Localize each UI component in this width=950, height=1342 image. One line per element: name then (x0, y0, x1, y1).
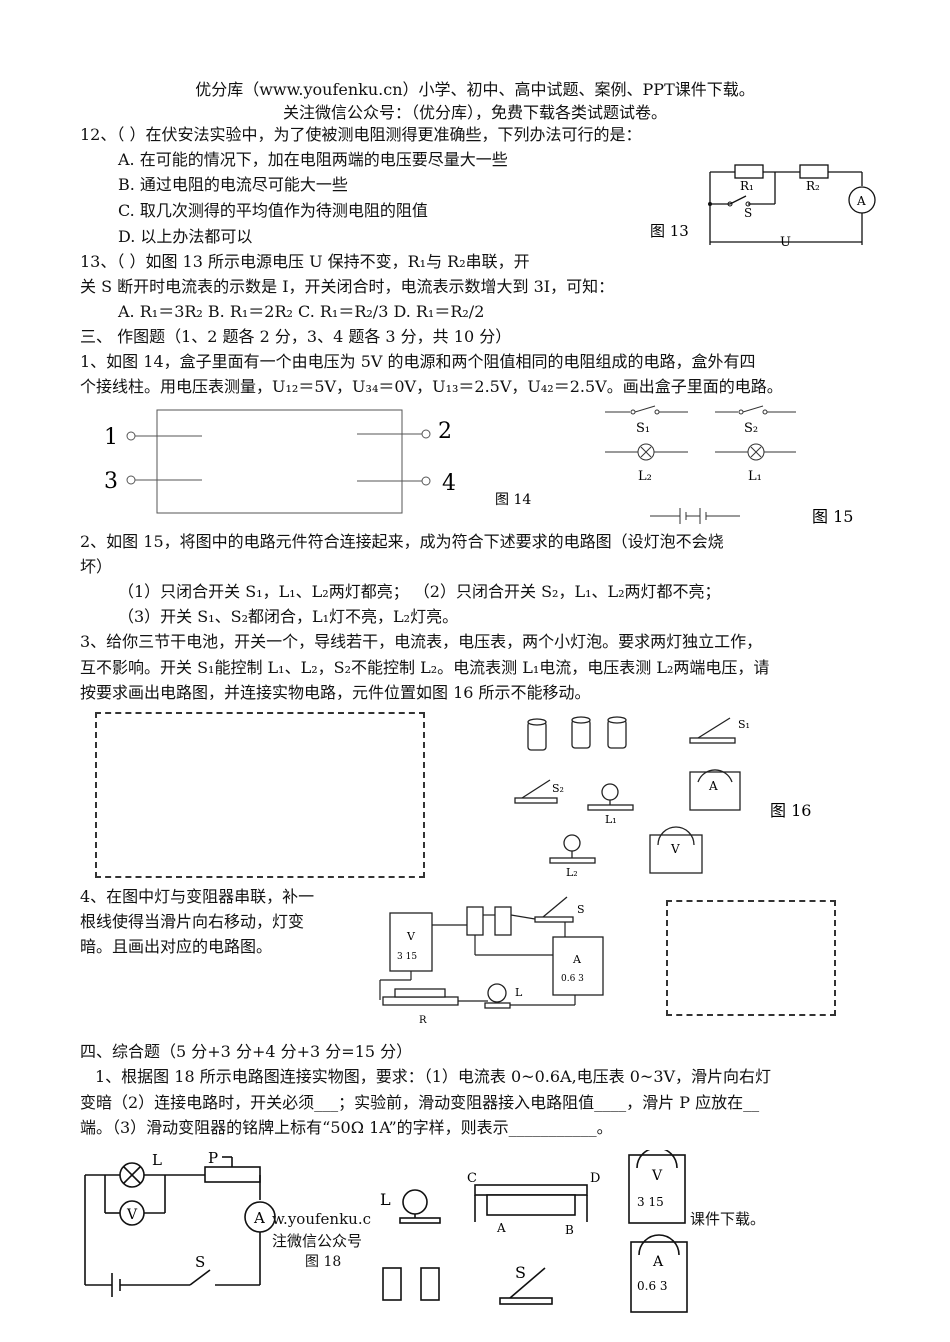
fig15-l2-label: L₂ (638, 469, 652, 484)
fig16-ammeter-label: A (708, 779, 718, 793)
p4-line-3: 暗。且画出对应的电路图。 (80, 937, 273, 956)
q13-line-1: 13、（ ）如图 13 所示电源电压 U 保持不变，R₁与 R₂串联，开 (80, 252, 530, 271)
p4-line-1: 4、在图中灯与变阻器串联，补一 (80, 887, 315, 906)
fig13-r1-label: R₁ (740, 179, 754, 193)
p4-line-2: 根线使得当滑片向右移动，灯变 (80, 912, 305, 931)
q12-option-c: C. 取几次测得的平均值作为待测电阻的阻值 (118, 201, 428, 220)
p3-line-1: 3、给你三节干电池，开关一个，导线若干，电流表，电压表，两个小灯泡。要求两灯独立… (80, 632, 763, 651)
section-3-title: 三、 作图题（1、2 题各 2 分，3、4 题各 3 分，共 10 分） (80, 327, 512, 346)
fig15-s2-label: S₂ (744, 421, 758, 436)
fig18-l-label: L (152, 1151, 162, 1169)
fig15-s1-label: S₁ (636, 421, 650, 436)
p2-line-1: 2、如图 15，将图中的电路元件符合连接起来，成为符合下述要求的电路图（设灯泡不… (80, 532, 724, 551)
fig14-terminal-3: 3 (104, 469, 118, 494)
answer-box-p3[interactable] (95, 712, 425, 878)
fig17-ammeter-label: A (572, 953, 582, 966)
fig16-l2-label: L₂ (566, 866, 578, 879)
fig18-comp-a-label: A (652, 1254, 664, 1270)
q12-stem: 12、（ ）在伏安法实验中，为了使被测电阻测得更准确些，下列办法可行的是： (80, 125, 642, 144)
fig15-caption: 图 15 (812, 507, 853, 526)
c1-line-3: 端。（3）滑动变阻器的铭牌上标有“50Ω 1A”的字样，则表示_________… (80, 1118, 613, 1137)
fig14-terminal-2: 2 (438, 419, 452, 444)
figure-18-components: L C D A B V 3 15 A 0.6 3 S (380, 1150, 688, 1313)
footer-right: 课件下载。 (690, 1210, 766, 1228)
p2-req-2: （3）开关 S₁、S₂都闭合，L₁灯不亮，L₂灯亮。 (118, 607, 459, 626)
fig17-s-label: S (577, 903, 585, 916)
fig18-caption: 图 18 (305, 1254, 342, 1270)
fig17-r-label: R (419, 1015, 427, 1026)
fig16-caption: 图 16 (770, 801, 811, 820)
fig14-terminal-1: 1 (104, 425, 118, 450)
c1-line-1: 1、根据图 18 所示电路图连接实物图，要求：（1）电流表 0~0.6A,电压表… (95, 1067, 772, 1086)
footer-left-1: w.youfenku.c (272, 1210, 372, 1228)
fig16-l1-label: L₁ (605, 813, 617, 826)
p3-line-3: 按要求画出电路图，并连接实物电路，元件位置如图 16 所示不能移动。 (80, 683, 591, 702)
header-line-1: 优分库（www.youfenku.cn）小学、初中、高中试题、案例、PPT课件下… (195, 80, 755, 99)
answer-box-p4[interactable] (666, 900, 836, 1016)
fig18-comp-v-label: V (651, 1168, 663, 1184)
figure-17-physical-circuit: V 3 15 A 0.6 3 S L R (379, 896, 604, 1026)
fig17-l-label: L (515, 986, 523, 999)
fig17-ammeter-scale: 0.6 3 (561, 974, 584, 984)
section-4-title: 四、综合题（5 分+3 分+4 分+3 分=15 分） (80, 1042, 413, 1061)
footer-left-2: 注微信公众号 (272, 1232, 363, 1250)
q13-line-2: 关 S 断开时电流表的示数是 I，开关闭合时，电流表示数增大到 3I，可知： (80, 277, 615, 296)
fig16-s2-label: S₂ (552, 782, 564, 795)
fig18-p-label: P (208, 1149, 218, 1167)
figure-15-components: S₁ S₂ L₂ L₁ 图 15 (605, 405, 853, 526)
fig13-s-label: S (744, 206, 752, 220)
fig17-voltmeter-label: V (406, 930, 416, 943)
fig18-a-label: A (253, 1209, 265, 1227)
fig17-voltmeter-scale: 3 15 (397, 952, 417, 962)
q12-option-b: B. 通过电阻的电流尽可能大一些 (118, 175, 348, 194)
fig16-voltmeter-label: V (670, 842, 680, 856)
q12-option-d: D. 以上办法都可以 (118, 227, 253, 246)
q12-option-a: A. 在可能的情况下，加在电阻两端的电压要尽量大一些 (118, 150, 508, 169)
p1-line-1: 1、如图 14，盒子里面有一个由电压为 5V 的电源和两个阻值相同的电阻组成的电… (80, 352, 756, 371)
p2-req-1: （1）只闭合开关 S₁，L₁、L₂两灯都亮； （2）只闭合开关 S₂，L₁、L₂… (118, 582, 721, 601)
fig18-comp-a-terminal: A (496, 1221, 506, 1235)
fig18-comp-c-label: C (467, 1171, 477, 1186)
fig14-caption: 图 14 (495, 492, 531, 508)
fig18-comp-b-terminal: B (565, 1223, 574, 1237)
fig18-v-label: V (126, 1207, 138, 1223)
fig13-u-label: U (780, 235, 791, 250)
fig15-l1-label: L₁ (748, 469, 762, 484)
fig13-caption: 图 13 (650, 222, 689, 240)
q13-options: A. R₁＝3R₂ B. R₁＝2R₂ C. R₁＝R₂/3 D. R₁＝R₂/… (118, 302, 485, 321)
fig18-comp-d-label: D (590, 1171, 600, 1186)
header-line-2: 关注微信公众号：（优分库），免费下载各类试题试卷。 (282, 103, 667, 122)
fig14-terminal-4: 4 (442, 471, 456, 496)
fig18-comp-s-label: S (515, 1263, 526, 1282)
fig13-r2-label: R₂ (806, 179, 820, 193)
figure-18-circuit-diagram: L P V A S (84, 1149, 276, 1297)
p1-line-2: 个接线柱。用电压表测量，U₁₂＝5V，U₃₄＝0V，U₁₃＝2.5V，U₄₂＝2… (80, 377, 783, 396)
p3-line-2: 互不影响。开关 S₁能控制 L₁、L₂，S₂不能控制 L₂。电流表测 L₁电流，… (80, 658, 770, 677)
fig18-s-label: S (195, 1253, 205, 1271)
c1-line-2: 变暗（2）连接电路时，开关必须___；实验前，滑动变阻器接入电路阻值____，滑… (80, 1093, 760, 1112)
fig18-comp-l-label: L (380, 1190, 391, 1209)
figure-14-box: 1 3 2 4 图 14 (104, 409, 531, 514)
p2-line-2: 坏） (80, 557, 113, 576)
fig16-s1-label: S₁ (738, 718, 750, 731)
figure-16-components: S₁ S₂ L₁ L₂ A V 图 16 (514, 716, 811, 879)
fig18-comp-v-scale: 3 15 (637, 1195, 664, 1209)
fig13-ammeter-label: A (856, 194, 866, 208)
figure-13-circuit: R₁ R₂ S A U 图 13 (650, 164, 876, 250)
fig18-comp-a-scale: 0.6 3 (637, 1279, 668, 1293)
